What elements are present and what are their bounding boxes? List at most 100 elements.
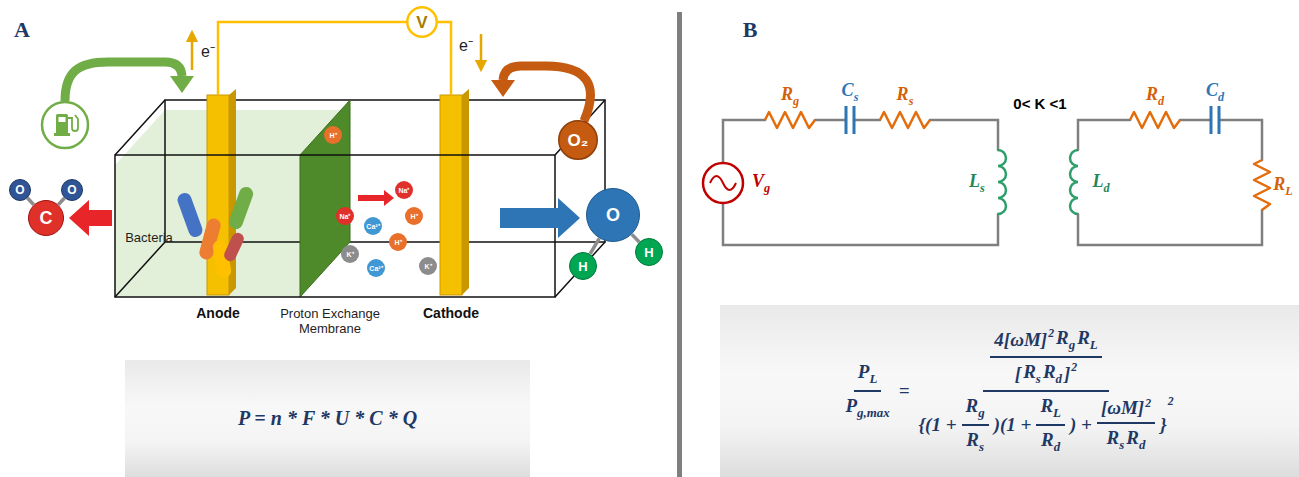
bond-line <box>27 198 33 205</box>
formula-term: } <box>1160 414 1167 436</box>
circle-outline <box>389 233 407 251</box>
panel-letter: B <box>743 17 758 42</box>
node-text: V <box>416 14 427 31</box>
formula-term: 4[ωM] <box>994 329 1047 351</box>
subscript: d <box>1218 90 1224 104</box>
ion-flow-arrow <box>358 190 394 206</box>
subscript: d <box>1056 371 1062 386</box>
formula-term: Rs <box>1023 361 1041 387</box>
circle-outline <box>29 201 64 236</box>
node-text: K⁺ <box>346 251 353 258</box>
node-text: Ca²⁺ <box>366 223 379 230</box>
formula-term: Pg,max <box>845 395 889 421</box>
label-text: B <box>743 17 758 42</box>
equation-text: P = n * F * U * C * Q <box>238 407 417 430</box>
numerator: Rg <box>962 395 989 426</box>
cathode-plate <box>440 89 469 295</box>
panel-divider <box>677 12 682 477</box>
hydrogen-atom: H <box>635 238 663 266</box>
inductor-symbol <box>998 150 1078 214</box>
subscript: g,max <box>857 405 890 420</box>
denominator: Rd <box>1037 426 1064 455</box>
node-text: K⁺ <box>424 263 431 270</box>
label-text: Cathode <box>423 305 479 321</box>
subscript: s <box>854 90 859 104</box>
hydrogen-atom: H <box>569 252 597 280</box>
subscript: g <box>1069 337 1075 352</box>
exponent: 2 <box>1145 397 1151 411</box>
carbon-atom: C <box>28 200 64 236</box>
node-text: C <box>40 209 53 227</box>
label-text: Proton Exchange Membrane <box>280 306 380 336</box>
denominator: Pg,max <box>841 392 893 421</box>
formula-row: RsRd <box>1106 427 1147 453</box>
component-label: Cd <box>1206 80 1224 104</box>
oxygen-atom: O <box>9 179 31 201</box>
circle-outline <box>636 239 663 266</box>
component-label: Rg <box>781 84 799 108</box>
subscript: L <box>1053 405 1061 420</box>
node-text: H⁺ <box>329 132 336 139</box>
membrane <box>300 100 350 297</box>
formula-term: PL <box>858 361 878 387</box>
bacteria <box>176 185 256 279</box>
subscript: g <box>764 181 770 195</box>
component-label: Rd <box>1146 84 1164 108</box>
circle-outline <box>395 181 413 199</box>
oxygen-arrow <box>491 66 590 121</box>
label-text: 0< K <1 <box>1013 95 1066 112</box>
numerator: 4[ωM] 2 RgRL [RsRd]2 <box>983 327 1108 392</box>
circle-outline <box>570 253 597 280</box>
node-text: O₂ <box>568 132 589 149</box>
tank-front <box>115 100 605 297</box>
bond-line <box>632 234 639 242</box>
subscript: s <box>1036 371 1041 386</box>
formula-term: Rd <box>1043 361 1062 387</box>
label-text: RL <box>1273 174 1293 194</box>
subscript: L <box>869 371 877 386</box>
label-text: Rg <box>781 84 799 104</box>
formula-term: ) + <box>1070 414 1092 436</box>
node-text: O <box>606 206 620 224</box>
numerator: [ωM]2 <box>1097 397 1155 424</box>
part-label: Proton Exchange Membrane <box>274 307 386 337</box>
fraction: RLRd <box>1036 395 1065 455</box>
subscript: L <box>1285 184 1292 198</box>
part-label: Cathode <box>423 305 479 321</box>
label-text: Anode <box>196 305 240 321</box>
subscript: s <box>980 181 985 195</box>
label-text: Ld <box>1092 171 1109 191</box>
component-label: Rs <box>897 84 914 108</box>
coupling-label: 0< K <1 <box>1013 95 1066 112</box>
exponent: 2 <box>1071 361 1077 375</box>
numerator: PL <box>854 361 882 392</box>
circle-outline <box>341 245 359 263</box>
formula-term: RL <box>1077 327 1098 353</box>
component-label: Ld <box>1092 171 1109 195</box>
ion: H⁺ <box>324 126 342 144</box>
circle-outline <box>62 180 83 201</box>
formula-term: Rg <box>1056 327 1075 353</box>
bond-line <box>58 198 64 205</box>
node-text: Ca²⁺ <box>369 265 382 272</box>
circle-outline <box>10 180 31 201</box>
label-text: Bacteria <box>125 230 173 245</box>
equation-panel: P = n * F * U * C * Q <box>125 360 530 477</box>
fraction: PL Pg,max <box>841 361 893 421</box>
formula-row: PLPg,max=4[ωM]2RgRL[RsRd]2{(1 +RgRs)(1 +… <box>837 327 1181 454</box>
equation-panel: PLPg,max=4[ωM]2RgRL[RsRd]2{(1 +RgRs)(1 +… <box>720 305 1299 477</box>
formula-row: [ωM]2 <box>1100 397 1152 419</box>
formula-term: Rd <box>1041 429 1060 455</box>
part-label: Bacteria <box>125 231 173 246</box>
denominator: Rs <box>962 426 988 455</box>
formula-row: [RsRd]2 <box>1014 361 1078 387</box>
ion: H⁺ <box>389 233 407 251</box>
subscript: d <box>1054 439 1060 454</box>
node-text: H⁺ <box>410 213 417 220</box>
electron-label: e⁻ <box>201 43 215 61</box>
node-text: Na⁺ <box>340 213 351 220</box>
ion: K⁺ <box>341 245 359 263</box>
label-text: Cs <box>842 80 859 100</box>
